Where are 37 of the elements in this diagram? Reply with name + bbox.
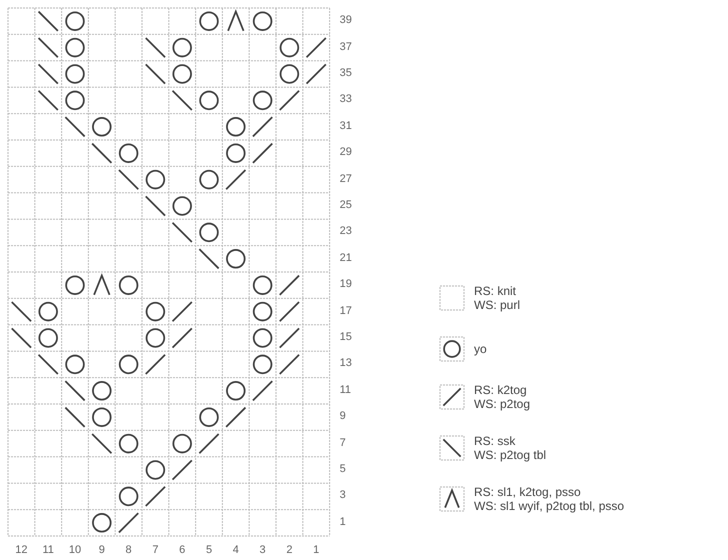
column-number: 5 bbox=[204, 544, 214, 556]
row-number: 21 bbox=[340, 252, 352, 264]
column-number: 10 bbox=[68, 544, 82, 556]
column-number: 4 bbox=[232, 544, 240, 556]
row-number: 15 bbox=[340, 331, 352, 343]
row-number: 3 bbox=[340, 489, 346, 502]
row-number: 13 bbox=[340, 357, 352, 370]
column-number: 1 bbox=[312, 544, 320, 556]
column-number: 12 bbox=[14, 544, 28, 556]
column-number: 8 bbox=[124, 544, 133, 556]
column-number: 6 bbox=[178, 544, 186, 556]
row-number: 39 bbox=[340, 14, 352, 26]
row-number: 23 bbox=[340, 225, 352, 238]
column-number: 2 bbox=[285, 544, 294, 556]
legend-text: RS: knit WS: purl bbox=[474, 284, 520, 312]
legend-text: RS: k2tog WS: p2tog bbox=[474, 383, 530, 411]
legend-text: RS: ssk WS: p2tog tbl bbox=[474, 434, 546, 462]
row-number: 31 bbox=[340, 120, 352, 132]
row-number: 9 bbox=[340, 410, 346, 422]
row-number: 7 bbox=[340, 436, 346, 449]
column-number: 9 bbox=[98, 544, 106, 556]
row-number: 17 bbox=[340, 304, 352, 317]
row-number: 19 bbox=[340, 278, 352, 290]
row-number: 29 bbox=[340, 146, 352, 158]
row-number: 37 bbox=[340, 40, 352, 53]
row-number: 5 bbox=[340, 463, 346, 475]
column-number: 11 bbox=[41, 544, 55, 556]
row-number: 27 bbox=[340, 172, 352, 185]
column-number: 7 bbox=[151, 544, 160, 556]
row-number: 33 bbox=[340, 93, 352, 106]
row-number: 35 bbox=[340, 67, 352, 79]
row-number: 1 bbox=[340, 516, 346, 528]
column-number: 3 bbox=[258, 544, 267, 556]
row-number: 25 bbox=[340, 199, 352, 211]
row-number: 11 bbox=[340, 384, 352, 396]
legend-text: RS: sl1, k2tog, psso WS: sl1 wyif, p2tog tbl, psso bbox=[474, 485, 624, 513]
legend-text: yo bbox=[474, 342, 487, 356]
